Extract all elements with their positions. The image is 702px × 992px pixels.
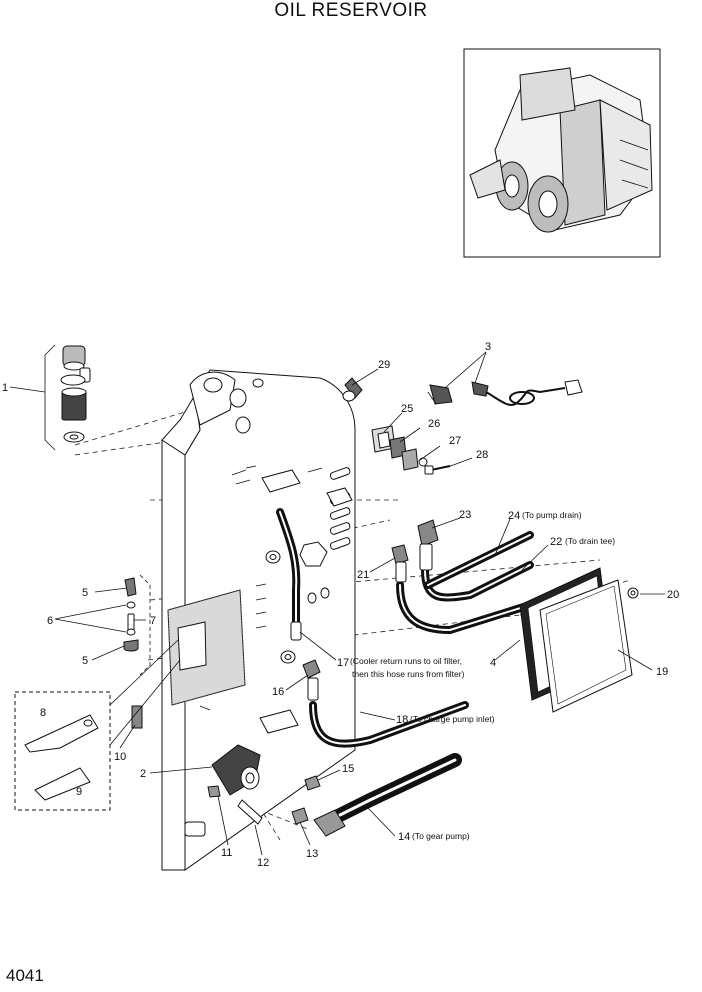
callout-28: 28 xyxy=(476,449,488,461)
callout-3: 3 xyxy=(485,341,491,353)
note-24: (To pump drain) xyxy=(522,510,582,520)
hose-fittings xyxy=(302,519,439,701)
callout-1: 1 xyxy=(2,382,8,394)
callout-10: 10 xyxy=(114,751,126,763)
callout-21: 21 xyxy=(357,569,369,581)
callout-labels: 1 29 3 25 26 27 28 23 24 (To pump drain)… xyxy=(2,341,679,869)
note-22: (To drain tee) xyxy=(565,536,615,546)
part-1-filler-assembly xyxy=(44,344,91,451)
callout-14: 14 xyxy=(398,831,410,843)
skid-steer-illustration xyxy=(469,67,653,233)
note-17a: (Cooler return runs to oil filter, xyxy=(350,656,462,666)
callout-26: 26 xyxy=(428,418,440,430)
callout-17: 17 xyxy=(337,657,349,669)
callout-12: 12 xyxy=(257,857,269,869)
sheet-number: 4041 xyxy=(6,966,44,985)
callout-6: 6 xyxy=(47,615,53,627)
parts-2-11-12-13-15 xyxy=(207,744,321,825)
callout-23: 23 xyxy=(459,509,471,521)
callout-5b: 5 xyxy=(82,655,88,667)
leader-lines xyxy=(9,351,665,856)
page-title: OIL RESERVOIR xyxy=(274,0,428,21)
note-17b: then this hose runs from filter) xyxy=(352,669,465,679)
callout-4: 4 xyxy=(490,657,496,669)
callout-2: 2 xyxy=(140,768,146,780)
part-29-breather xyxy=(342,377,363,402)
callout-27: 27 xyxy=(449,435,461,447)
note-14: (To gear pump) xyxy=(412,831,470,841)
callout-25: 25 xyxy=(401,403,413,415)
machine-inset xyxy=(463,48,661,258)
callout-13: 13 xyxy=(306,848,318,860)
callout-15: 15 xyxy=(342,763,354,775)
callout-16: 16 xyxy=(272,686,284,698)
callout-5a: 5 xyxy=(82,587,88,599)
callout-8: 8 xyxy=(40,707,46,719)
parts-4-19-20-cover-gasket xyxy=(519,567,639,713)
parts-5-7-sight-gauge xyxy=(123,574,151,676)
callout-9: 9 xyxy=(76,786,82,798)
callout-24: 24 xyxy=(508,510,520,522)
callout-11: 11 xyxy=(221,847,232,859)
part-3-sensor-harness xyxy=(427,379,583,406)
callout-22: 22 xyxy=(550,536,562,548)
callout-18: 18 xyxy=(396,714,408,726)
suction-strainer xyxy=(167,589,246,706)
callout-7: 7 xyxy=(150,615,156,627)
hoses xyxy=(276,508,534,837)
parts-8-9-10-brackets xyxy=(14,691,143,811)
callout-29: 29 xyxy=(378,359,390,371)
callout-19: 19 xyxy=(656,666,668,678)
note-18: (To charge pump inlet) xyxy=(410,714,495,724)
callout-20: 20 xyxy=(667,589,679,601)
reservoir-tank xyxy=(161,369,356,871)
parts-25-28-clamp-hardware xyxy=(371,425,451,475)
